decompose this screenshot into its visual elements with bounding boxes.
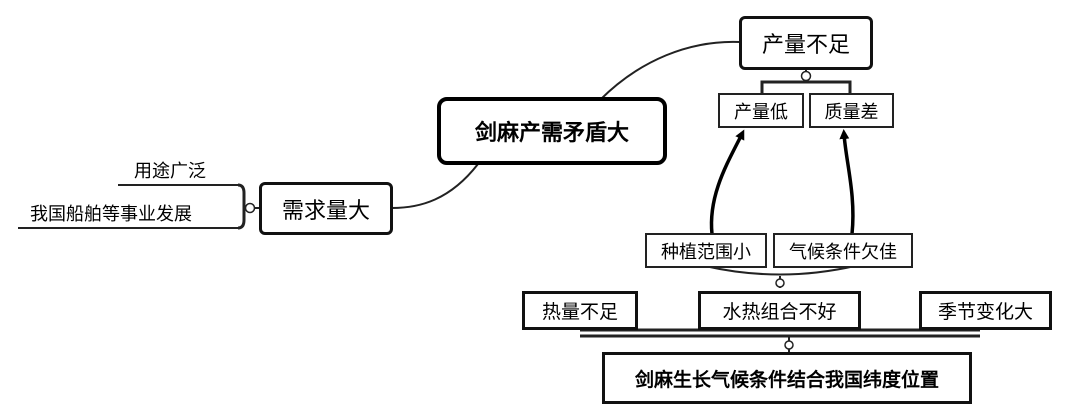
climate-poor-water-heat[interactable]: 水热组合不好: [698, 291, 861, 330]
demand-node[interactable]: 需求量大: [259, 182, 393, 235]
collapse-handle-root: [784, 340, 794, 350]
climate-insufficient-heat[interactable]: 热量不足: [522, 291, 638, 330]
climate-seasonal-change[interactable]: 季节变化大: [919, 291, 1052, 330]
reason-shipping[interactable]: 我国船舶等事业发展: [30, 204, 192, 225]
central-topic[interactable]: 剑麻产需矛盾大: [437, 97, 667, 165]
connector-central-supply: [599, 40, 741, 101]
connector-central-demand: [391, 163, 479, 209]
supply-bracket: [760, 80, 852, 93]
reason-usage[interactable]: 用途广泛: [134, 161, 206, 182]
arrow-factor-to-quality: [839, 129, 855, 235]
aspect-low-yield[interactable]: 产量低: [718, 93, 804, 128]
supply-node[interactable]: 产量不足: [739, 16, 873, 70]
collapse-handle-supply: [800, 70, 812, 82]
demand-bracket: [237, 183, 246, 230]
collapse-handle-demand: [244, 202, 256, 214]
factor-join: [704, 265, 856, 276]
aspect-poor-quality[interactable]: 质量差: [809, 93, 894, 128]
factor-poor-climate[interactable]: 气候条件欠佳: [773, 233, 913, 268]
collapse-handle-factors: [775, 278, 785, 288]
arrow-factor-to-low: [709, 129, 745, 235]
factor-small-range[interactable]: 种植范围小: [645, 233, 767, 268]
root-cause[interactable]: 剑麻生长气候条件结合我国纬度位置: [602, 352, 972, 404]
